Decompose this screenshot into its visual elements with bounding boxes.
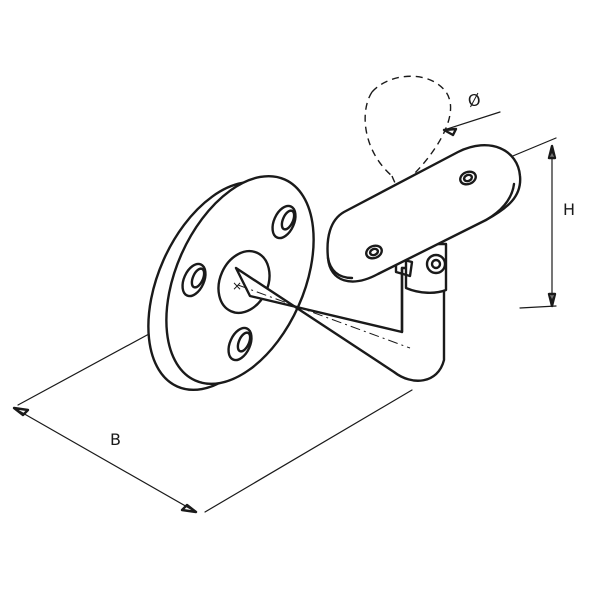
dimension-h-extension-top bbox=[507, 137, 557, 159]
diameter-callout: Ø bbox=[442, 90, 501, 137]
diameter-arrow bbox=[442, 127, 458, 137]
mounting-hole-left bbox=[181, 262, 207, 298]
dimension-h: H bbox=[507, 137, 575, 309]
dimension-b-arrow-left bbox=[12, 406, 30, 417]
saddle-plate bbox=[326, 144, 522, 294]
dimension-h-arrow-bottom bbox=[547, 292, 557, 308]
dimension-h-arrow-top bbox=[547, 144, 557, 160]
dimension-b-arrow-right bbox=[180, 503, 198, 514]
dimension-b-extension-left bbox=[17, 327, 161, 406]
diameter-symbol: Ø bbox=[466, 90, 482, 111]
dimension-b: B bbox=[12, 327, 413, 514]
center-mark: × bbox=[232, 279, 242, 293]
dimension-b-label: B bbox=[110, 430, 121, 449]
saddle-plate-edge-side bbox=[484, 182, 516, 222]
mounting-hole-top bbox=[271, 204, 297, 240]
handrail-phantom-top bbox=[371, 75, 452, 177]
saddle-screw-hole-left bbox=[365, 244, 383, 260]
saddle-plate-edge-bottom bbox=[326, 256, 354, 280]
dimension-h-extension-bottom bbox=[519, 305, 557, 309]
wall-plate bbox=[147, 174, 315, 392]
hinge-screw-head bbox=[430, 258, 442, 270]
mounting-hole-bottom bbox=[227, 326, 253, 362]
diameter-leader-line bbox=[443, 111, 501, 131]
support-arm: × bbox=[232, 266, 446, 382]
handrail-phantom-left bbox=[364, 91, 393, 177]
dimension-b-extension-right bbox=[204, 389, 413, 513]
saddle-screw-hole-right bbox=[459, 170, 477, 186]
dimension-b-line bbox=[13, 407, 197, 513]
dimension-h-label: H bbox=[563, 200, 575, 219]
hinge-screw bbox=[425, 253, 447, 275]
